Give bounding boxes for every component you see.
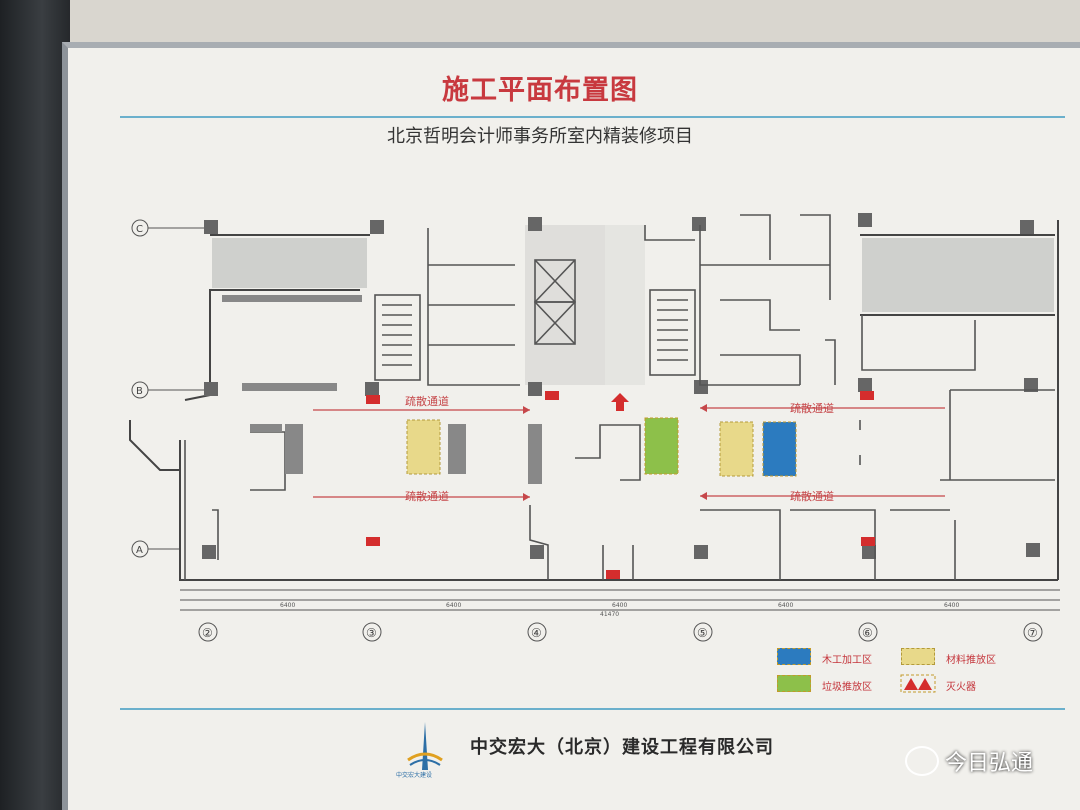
corridor-label-2: 疏散通道 [790,401,834,415]
bay-width-4: 6400 [778,602,793,609]
col-axis-2: ② [202,626,213,640]
wechat-icon [905,746,939,776]
bay-width-1: 6400 [280,602,295,609]
material-zone-1 [406,419,441,475]
legend-extinguisher-label: 灭火器 [946,682,976,693]
corridor-label-4: 疏散通道 [790,489,834,503]
col-axis-5: ⑤ [697,626,708,640]
corridor-arrows [523,404,707,501]
corridor-label-1: 疏散通道 [405,394,449,408]
corridor-label-3: 疏散通道 [405,489,449,503]
legend-material-swatch [901,648,935,665]
watermark: 今日弘通 [905,745,1033,777]
footer-rule [120,708,1065,710]
company-logo [400,718,450,772]
dimension-lines [180,589,1060,611]
extinguisher-legend-icon [900,674,936,693]
company-name: 中交宏大（北京）建设工程有限公司 [470,737,774,758]
col-axis-3: ③ [366,626,377,640]
legend-garbage-label: 垃圾推放区 [822,682,872,693]
row-axis-a: A [136,545,143,556]
legend-carpentry-label: 木工加工区 [822,655,872,666]
total-width: 41470 [600,611,619,618]
interior-walls [184,214,1055,580]
legend-material-label: 材料推放区 [946,655,996,666]
fire-extinguisher-icons [366,391,875,579]
carpentry-zone [762,421,797,477]
wall-background [70,0,1080,42]
legend-carpentry-swatch [777,648,811,665]
furniture [222,295,542,484]
legend-garbage-swatch [777,675,811,692]
board-subtitle: 北京哲明会计师事务所室内精装修项目 [387,126,693,147]
row-axis-b: B [136,386,143,397]
logo-caption: 中交宏大建设 [396,772,433,779]
column-axes [198,622,1043,642]
outer-walls [129,220,1059,581]
col-axis-7: ⑦ [1027,626,1038,640]
exit-arrow-icon [611,393,629,411]
dark-pole [0,0,70,810]
bay-width-3: 6400 [612,602,627,609]
material-zone-2 [719,421,754,477]
corridor-lines [313,407,945,498]
watermark-text: 今日弘通 [945,751,1034,776]
board-title: 施工平面布置图 [442,75,638,106]
bay-width-2: 6400 [446,602,461,609]
hatched-areas [212,225,1054,385]
row-axes [131,219,205,558]
title-rule [120,116,1065,118]
col-axis-6: ⑥ [862,626,873,640]
bay-width-5: 6400 [944,602,959,609]
garbage-zone [644,417,679,475]
structural-columns [202,213,1040,559]
row-axis-c: C [136,224,143,235]
col-axis-4: ④ [531,626,542,640]
